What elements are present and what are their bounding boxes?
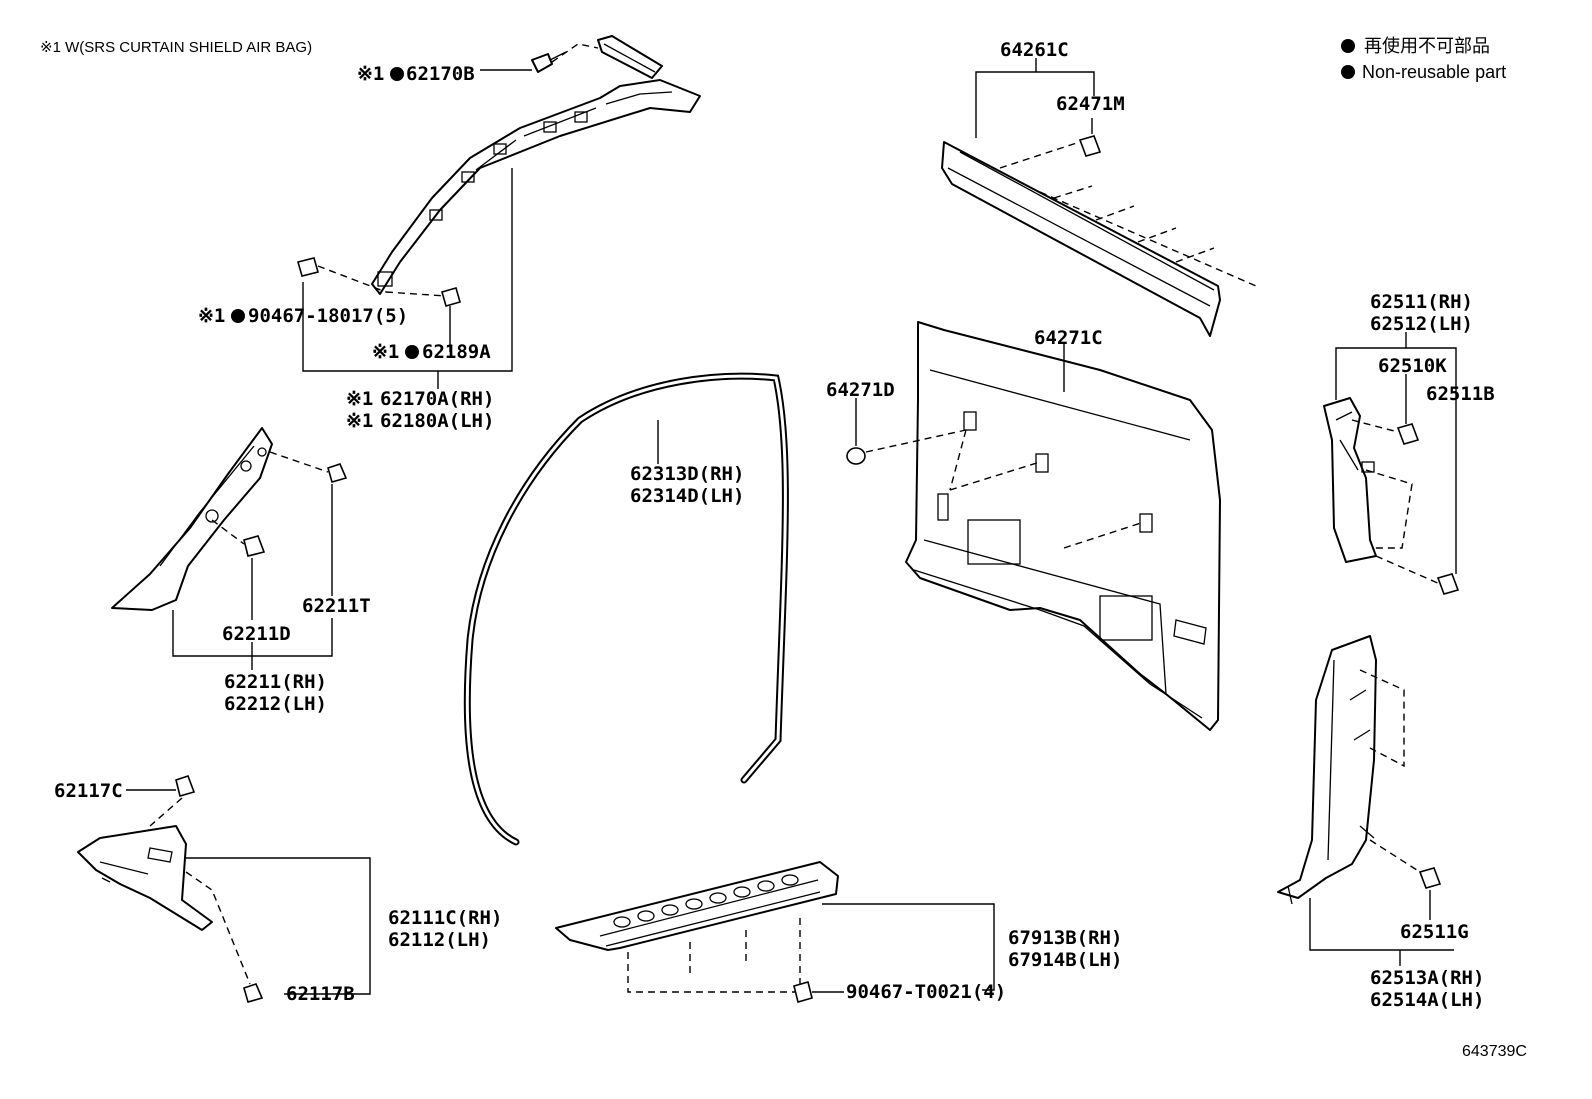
label-62170B: 62170B	[406, 63, 475, 85]
figure-number: 643739C	[1462, 1043, 1527, 1060]
label-62510K: 62510K	[1378, 355, 1447, 377]
non-reusable-dot-icon	[405, 345, 419, 359]
legend: 再使用不可部品 Non-reusable part	[1341, 36, 1506, 82]
label-62170A: 62170A(RH)	[380, 388, 494, 410]
label-62211: 62211(RH)	[224, 671, 327, 693]
label-90467-T0021: 90467-T0021(4)	[846, 981, 1006, 1003]
label-62313D: 62313D(RH)	[630, 463, 744, 485]
label-67914B: 67914B(LH)	[1008, 949, 1122, 971]
label-62189A: 62189A	[422, 341, 491, 363]
label-67913B: 67913B(RH)	[1008, 927, 1122, 949]
note-ref-marker: ※1	[372, 341, 399, 363]
note-ref-marker: ※1	[346, 388, 373, 410]
label-62212: 62212(LH)	[224, 693, 327, 715]
curtain-airbag-assembly	[297, 35, 701, 389]
note-ref-marker: ※1	[346, 410, 373, 432]
label-62471M: 62471M	[1056, 93, 1125, 115]
label-62211T: 62211T	[302, 595, 371, 617]
label-64261C: 64261C	[1000, 39, 1069, 61]
center-pillar-lower-garnish	[1277, 635, 1454, 966]
non-reusable-dot-icon	[1341, 39, 1355, 53]
non-reusable-dot-icon	[390, 67, 404, 81]
label-64271D: 64271D	[826, 379, 895, 401]
label-62117C: 62117C	[54, 780, 123, 802]
non-reusable-dot-icon	[231, 309, 245, 323]
label-62314D: 62314D(LH)	[630, 485, 744, 507]
quarter-trim-panel	[846, 321, 1221, 731]
non-reusable-dot-icon	[1341, 65, 1355, 79]
front-pillar-garnish	[111, 427, 348, 670]
label-62511: 62511(RH)	[1370, 291, 1473, 313]
label-64271C: 64271C	[1034, 327, 1103, 349]
label-62211D: 62211D	[222, 623, 291, 645]
roof-side-rail	[941, 58, 1257, 337]
note-ref-marker: ※1	[357, 63, 384, 85]
label-62513A: 62513A(RH)	[1370, 967, 1484, 989]
label-62514A: 62514A(LH)	[1370, 989, 1484, 1011]
label-62511B: 62511B	[1426, 383, 1495, 405]
label-62111C: 62111C(RH)	[388, 907, 502, 929]
cowl-side-trim	[77, 774, 371, 1003]
label-90467-18017: 90467-18017(5)	[248, 305, 408, 327]
label-62117B: 62117B	[286, 983, 355, 1005]
center-pillar-upper-garnish	[1323, 332, 1460, 595]
legend-japanese: 再使用不可部品	[1364, 36, 1490, 56]
label-62512: 62512(LH)	[1370, 313, 1473, 335]
legend-english: Non-reusable part	[1362, 62, 1506, 82]
door-weatherstrip	[463, 372, 789, 846]
note-ref-marker: ※1	[198, 305, 225, 327]
label-62180A: 62180A(LH)	[380, 410, 494, 432]
scuff-plate	[555, 861, 995, 1003]
label-62112: 62112(LH)	[388, 929, 491, 951]
airbag-footnote: ※1 W(SRS CURTAIN SHIELD AIR BAG)	[40, 39, 312, 56]
label-62511G: 62511G	[1400, 921, 1469, 943]
